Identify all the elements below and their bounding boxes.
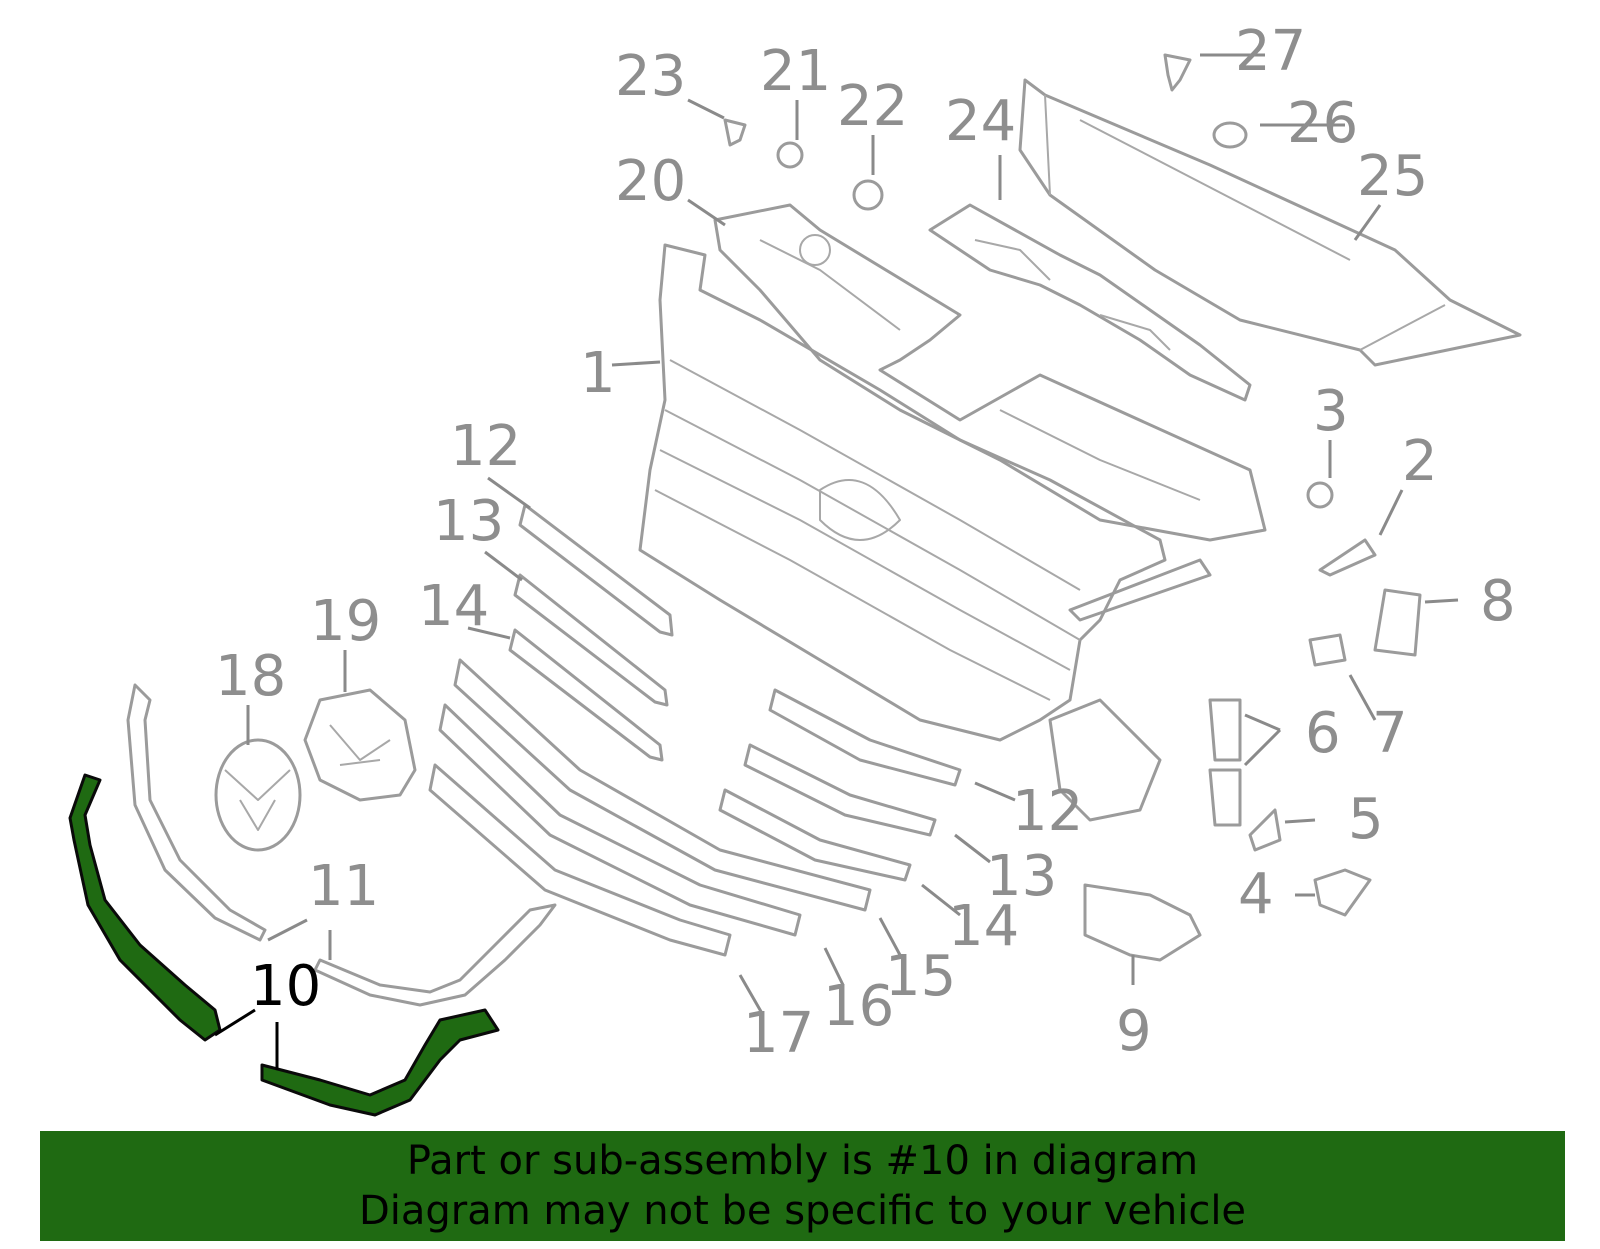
callout-19: 19 (310, 589, 381, 654)
callout-23: 23 (615, 44, 686, 109)
part-9-guide-bracket (1083, 883, 1202, 962)
part-19-emblem-housing (303, 688, 417, 802)
callout-8: 8 (1480, 569, 1516, 634)
banner-disclaimer-line: Diagram may not be specific to your vehi… (358, 1188, 1247, 1234)
callout-13-lower: 13 (986, 844, 1057, 909)
callout-14-lower: 14 (948, 894, 1019, 959)
callout-4: 4 (1238, 862, 1274, 927)
part-24-bracket-plate (928, 203, 1252, 402)
callout-10: 10 (250, 954, 321, 1019)
callout-17: 17 (743, 1001, 814, 1066)
part-15-16-17-lower-strips (428, 658, 872, 957)
callout-9: 9 (1116, 999, 1152, 1064)
part-20-upper-reinforcement (713, 203, 1267, 542)
callout-16: 16 (823, 974, 894, 1039)
callout-27: 27 (1235, 19, 1306, 84)
callout-6: 6 (1305, 701, 1341, 766)
callout-21: 21 (760, 39, 831, 104)
part-25-upper-shield (1018, 78, 1522, 367)
callout-12-lower: 12 (1012, 779, 1083, 844)
part-11-molding-lower (313, 903, 557, 1007)
leader-lines (214, 53, 1459, 1070)
part-12-13-14-upper-strips (508, 503, 674, 762)
part-1-grille-assembly (638, 243, 1212, 822)
callout-11: 11 (308, 854, 379, 919)
callout-12-upper: 12 (450, 414, 521, 479)
callout-15: 15 (885, 944, 956, 1009)
callout-labels: 1 2 3 4 5 6 7 8 9 10 11 12 12 13 13 14 1… (215, 19, 1516, 1066)
callout-7: 7 (1372, 701, 1408, 766)
callout-26: 26 (1287, 91, 1358, 156)
callout-14-upper: 14 (418, 574, 489, 639)
part-18-emblem (214, 738, 302, 852)
fasteners (723, 53, 1422, 917)
part-11-molding-left (126, 683, 267, 942)
callout-1: 1 (580, 341, 616, 406)
callout-2: 2 (1402, 429, 1438, 494)
info-banner: Part or sub-assembly is #10 in diagram D… (40, 1131, 1565, 1241)
part-12-13-14-lower-strips (718, 688, 962, 882)
part-10-highlighted (68, 773, 500, 1117)
banner-part-line: Part or sub-assembly is #10 in diagram (406, 1138, 1199, 1184)
callout-25: 25 (1357, 144, 1428, 209)
callout-3: 3 (1313, 379, 1349, 444)
callout-20: 20 (615, 149, 686, 214)
callout-5: 5 (1348, 787, 1384, 852)
callout-24: 24 (945, 89, 1016, 154)
callout-13-upper: 13 (433, 489, 504, 554)
callout-18: 18 (215, 644, 286, 709)
callout-22: 22 (837, 74, 908, 139)
